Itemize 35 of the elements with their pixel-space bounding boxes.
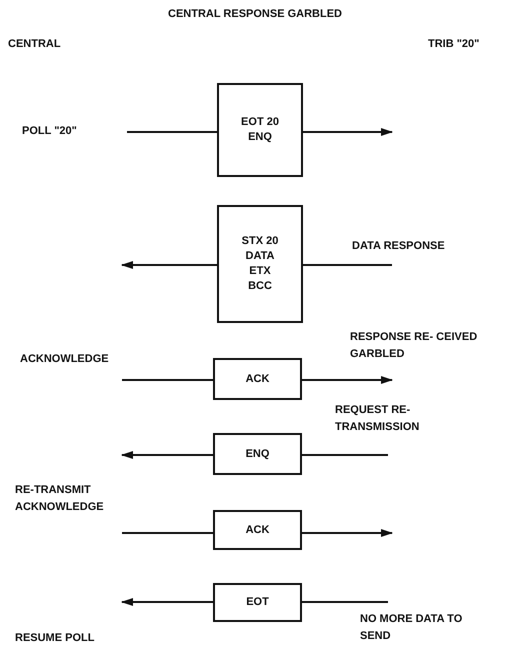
message-code: EOT 20 ENQ <box>240 115 280 145</box>
line <box>127 131 217 133</box>
text-label: ACKNOWLEDGE <box>20 352 109 367</box>
text-label: TRIB "20" <box>428 37 480 52</box>
text-label: RESPONSE RE- CEIVED GARBLED <box>350 330 478 362</box>
arrow <box>121 598 213 606</box>
message-box <box>213 583 302 622</box>
message-code: STX 20 DATA ETX BCC <box>240 234 280 294</box>
line <box>303 264 392 266</box>
text-label: RE-TRANSMIT ACKNOWLEDGE <box>15 483 105 515</box>
arrow <box>121 261 217 269</box>
line <box>122 532 213 534</box>
message-box <box>213 358 302 400</box>
message-code: EOT <box>245 595 270 610</box>
message-code: ACK <box>244 372 270 386</box>
arrow <box>303 128 393 136</box>
message-box <box>213 433 302 475</box>
line <box>302 601 388 603</box>
message-box <box>217 205 303 323</box>
message-code: ACK <box>244 522 270 538</box>
arrow <box>121 451 213 459</box>
message-box <box>213 510 302 550</box>
line <box>122 379 213 381</box>
text-label: REQUEST RE-TRANSMISSION <box>335 403 420 435</box>
text-label: DATA RESPONSE <box>352 239 445 254</box>
text-label: POLL "20" <box>22 124 77 139</box>
text-label: NO MORE DATA TO SEND <box>360 612 464 644</box>
message-box <box>217 83 303 177</box>
line <box>302 454 388 456</box>
arrow <box>302 529 393 537</box>
text-label: RESUME POLL <box>15 631 94 646</box>
message-code: ENQ <box>244 446 270 462</box>
arrow <box>302 376 393 384</box>
text-label: CENTRAL <box>8 37 61 52</box>
diagram-title: CENTRAL RESPONSE GARBLED <box>167 8 343 20</box>
